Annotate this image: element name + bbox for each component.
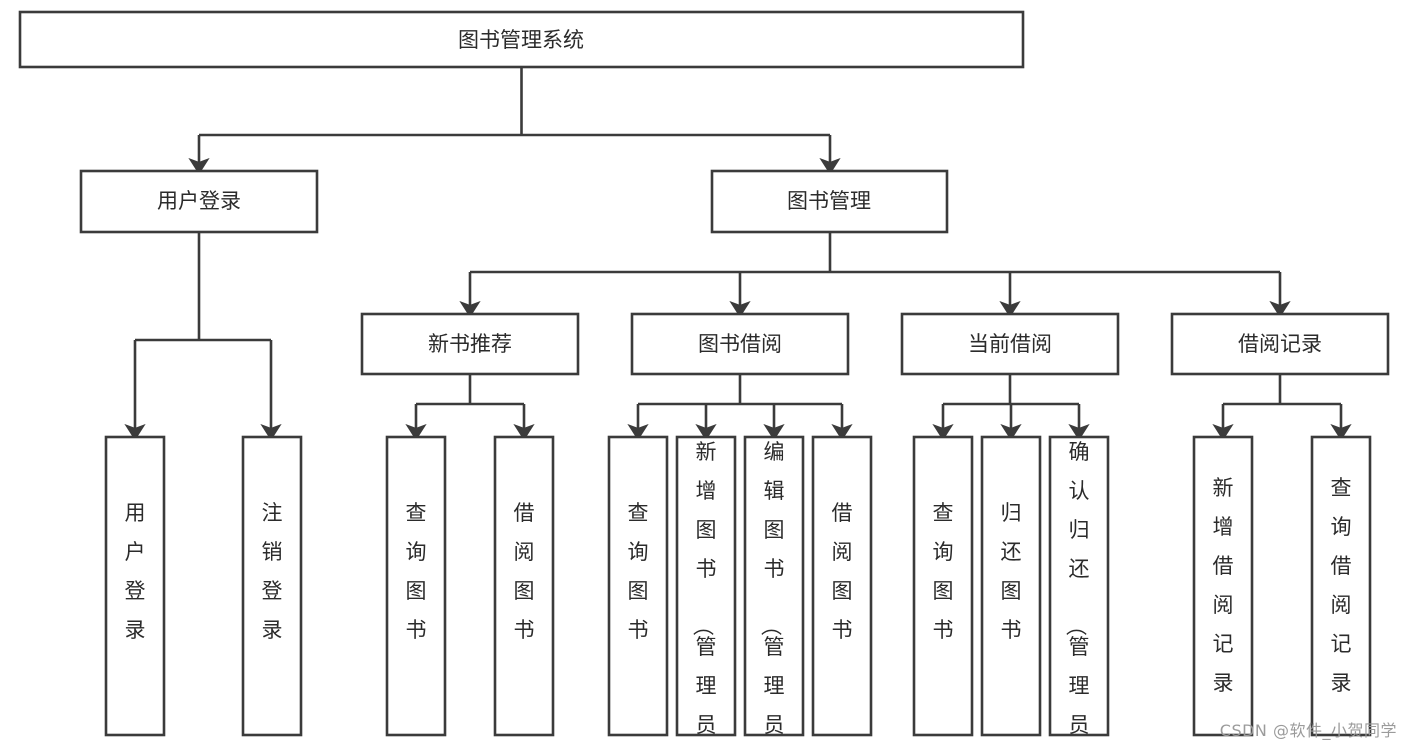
leaf-book-borrow-0-box[interactable] bbox=[607, 435, 669, 737]
leaf-borrow-record-1-label: 查询借阅记录 bbox=[1331, 476, 1352, 695]
node-book-mgmt-label: 图书管理 bbox=[787, 189, 871, 213]
node-root-label: 图书管理系统 bbox=[458, 28, 584, 52]
node-new-book-recommend-label: 新书推荐 bbox=[428, 332, 512, 356]
connector-group-borrow-record bbox=[1212, 374, 1352, 441]
node-user-login[interactable]: 用户登录 bbox=[79, 169, 319, 234]
csdn-watermark: CSDN @软件_小贺同学 bbox=[1219, 721, 1397, 740]
leaf-current-borrow-1[interactable]: 归还图书 bbox=[980, 435, 1042, 737]
leaf-current-borrow-0[interactable]: 查询图书 bbox=[912, 435, 974, 737]
leaf-current-borrow-2-box[interactable] bbox=[1048, 435, 1110, 737]
node-borrow-record[interactable]: 借阅记录 bbox=[1170, 312, 1390, 376]
leaf-book-borrow-1[interactable]: 新增图书（管理员） bbox=[675, 435, 737, 747]
node-borrow-record-box[interactable] bbox=[1170, 312, 1390, 376]
leaf-new-book-1[interactable]: 借阅图书 bbox=[493, 435, 555, 737]
connector-group-current-borrow bbox=[932, 374, 1090, 441]
leaf-current-borrow-0-box[interactable] bbox=[912, 435, 974, 737]
connector-group-root bbox=[188, 67, 841, 175]
leaf-current-borrow-1-label: 归还图书 bbox=[1001, 501, 1022, 642]
node-current-borrow-box[interactable] bbox=[900, 312, 1120, 376]
leaf-new-book-0-label: 查询图书 bbox=[406, 501, 427, 642]
leaf-book-borrow-3-box[interactable] bbox=[811, 435, 873, 737]
node-new-book-recommend[interactable]: 新书推荐 bbox=[360, 312, 580, 376]
leaf-book-borrow-3[interactable]: 借阅图书 bbox=[811, 435, 873, 737]
node-current-borrow-label: 当前借阅 bbox=[968, 332, 1052, 356]
leaf-user-login-1-box[interactable] bbox=[241, 435, 303, 737]
leaf-current-borrow-2-label: 确认归还（管理员） bbox=[1064, 440, 1090, 747]
leaf-user-login-0-box[interactable] bbox=[104, 435, 166, 737]
node-book-borrow-label: 图书借阅 bbox=[698, 332, 782, 356]
leaf-borrow-record-0-box[interactable] bbox=[1192, 435, 1254, 737]
leaf-user-login-1[interactable]: 注销登录 bbox=[241, 435, 303, 737]
leaf-borrow-record-0[interactable]: 新增借阅记录 bbox=[1192, 435, 1254, 737]
connector-group-book-mgmt bbox=[459, 232, 1291, 318]
connector-group-book-borrow bbox=[627, 374, 853, 441]
node-root[interactable]: 图书管理系统 bbox=[18, 10, 1025, 69]
leaf-borrow-record-1-box[interactable] bbox=[1310, 435, 1372, 737]
leaf-current-borrow-0-label: 查询图书 bbox=[933, 501, 954, 642]
node-borrow-record-label: 借阅记录 bbox=[1238, 332, 1322, 356]
connector-group-new-book bbox=[405, 374, 535, 441]
node-book-mgmt[interactable]: 图书管理 bbox=[710, 169, 949, 234]
node-root-box[interactable] bbox=[18, 10, 1025, 69]
leaf-user-login-1-label: 注销登录 bbox=[262, 501, 283, 642]
leaf-book-borrow-2-label: 编辑图书（管理员） bbox=[759, 440, 785, 747]
node-new-book-recommend-box[interactable] bbox=[360, 312, 580, 376]
leaf-user-login-0[interactable]: 用户登录 bbox=[104, 435, 166, 737]
node-book-mgmt-box[interactable] bbox=[710, 169, 949, 234]
leaf-borrow-record-0-label: 新增借阅记录 bbox=[1213, 476, 1234, 695]
leaf-user-login-0-label: 用户登录 bbox=[125, 501, 146, 642]
node-user-login-box[interactable] bbox=[79, 169, 319, 234]
leaf-book-borrow-1-box[interactable] bbox=[675, 435, 737, 737]
node-book-borrow[interactable]: 图书借阅 bbox=[630, 312, 850, 376]
node-current-borrow[interactable]: 当前借阅 bbox=[900, 312, 1120, 376]
leaf-book-borrow-2-box[interactable] bbox=[743, 435, 805, 737]
leaf-new-book-0-box[interactable] bbox=[385, 435, 447, 737]
leaf-current-borrow-1-box[interactable] bbox=[980, 435, 1042, 737]
connector-group-user-login bbox=[124, 232, 282, 441]
leaf-book-borrow-0[interactable]: 查询图书 bbox=[607, 435, 669, 737]
leaf-new-book-0[interactable]: 查询图书 bbox=[385, 435, 447, 737]
leaf-current-borrow-2[interactable]: 确认归还（管理员） bbox=[1048, 435, 1110, 747]
leaf-book-borrow-0-label: 查询图书 bbox=[628, 501, 649, 642]
leaf-book-borrow-3-label: 借阅图书 bbox=[832, 501, 853, 642]
leaf-new-book-1-box[interactable] bbox=[493, 435, 555, 737]
leaf-book-borrow-1-label: 新增图书（管理员） bbox=[691, 440, 717, 747]
node-user-login-label: 用户登录 bbox=[157, 189, 241, 213]
leaf-borrow-record-1[interactable]: 查询借阅记录 bbox=[1310, 435, 1372, 737]
leaf-new-book-1-label: 借阅图书 bbox=[514, 501, 535, 642]
node-book-borrow-box[interactable] bbox=[630, 312, 850, 376]
leaf-book-borrow-2[interactable]: 编辑图书（管理员） bbox=[743, 435, 805, 747]
